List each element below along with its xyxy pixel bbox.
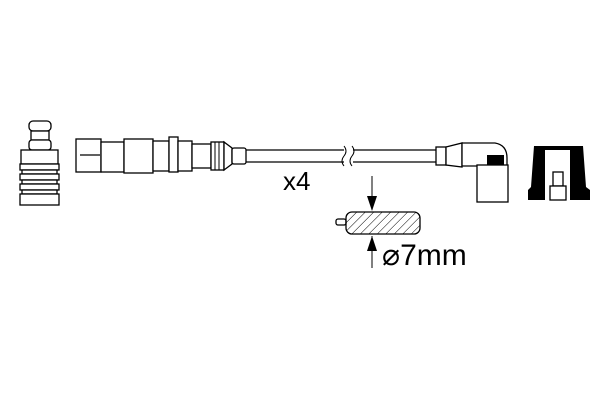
diameter-symbol: ⌀ (382, 239, 401, 272)
ignition-cable (246, 145, 436, 167)
quantity-label: x4 (283, 166, 311, 196)
angled-plug-boot (435, 142, 509, 203)
straight-plug-boot (75, 136, 247, 174)
distributor-cap-connector (528, 146, 590, 201)
cable-cross-section (335, 176, 421, 268)
diameter-value: 7mm (400, 239, 467, 272)
diameter-label: ⌀7mm (382, 238, 467, 273)
spark-plug-connector (19, 120, 60, 206)
